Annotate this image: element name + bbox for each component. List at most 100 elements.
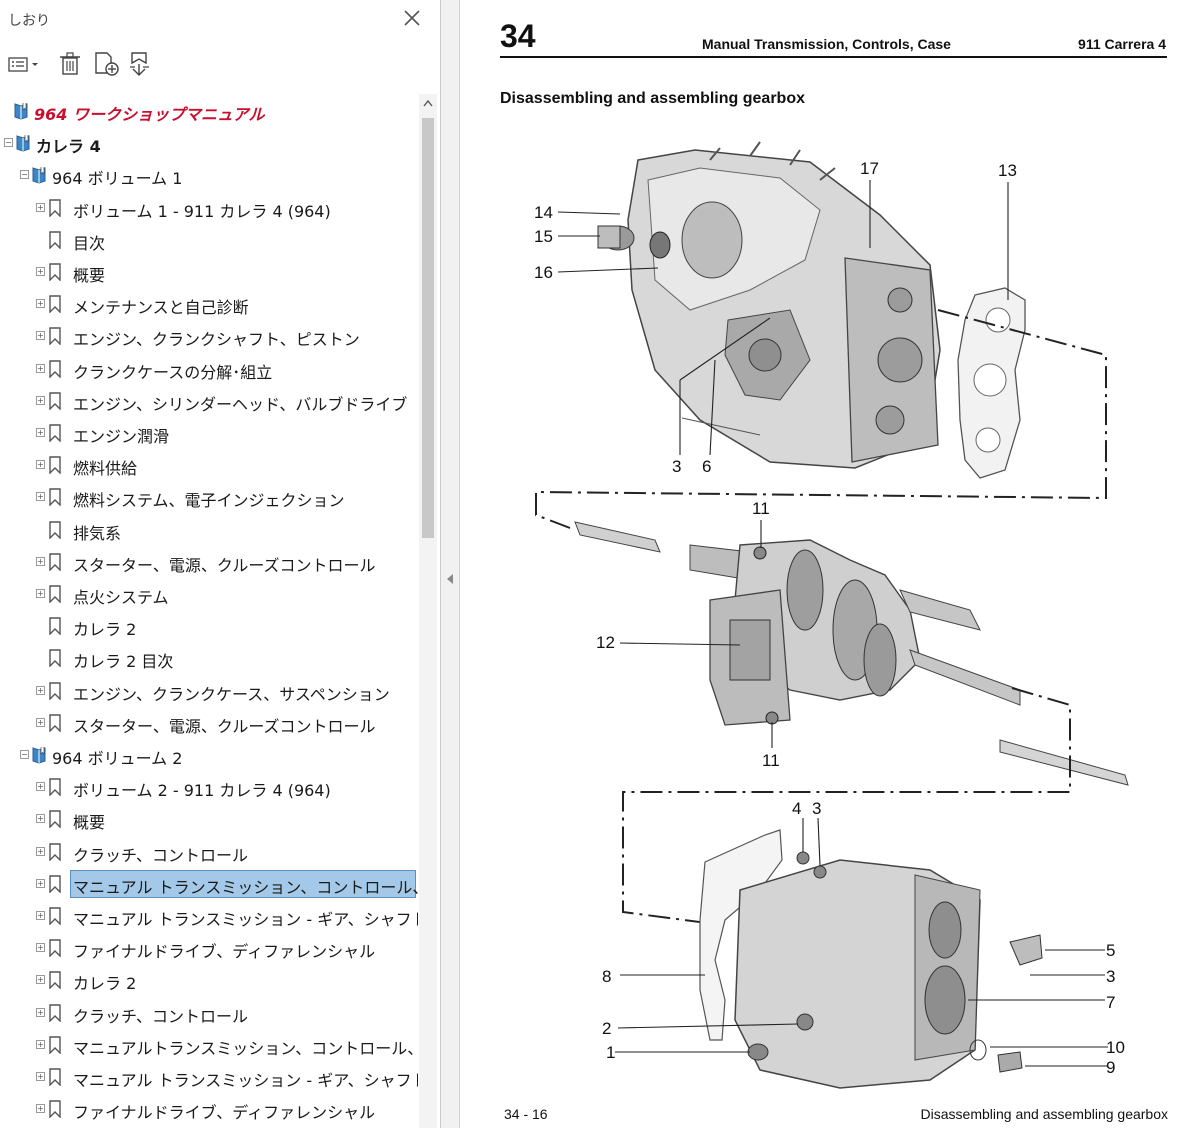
bookmark-item[interactable]: + 燃料供給: [0, 450, 418, 480]
bookmarks-panel: しおり: [0, 0, 441, 1128]
callout-label: 12: [596, 633, 615, 652]
bookmark-icon: [49, 617, 61, 636]
bookmark-label: 点火システム: [73, 588, 169, 607]
bookmarks-toolbar: [0, 44, 440, 84]
bookmark-label: ボリューム 1 - 911 カレラ 4 (964): [73, 201, 331, 221]
book-icon: [16, 135, 30, 152]
close-icon[interactable]: [400, 6, 424, 30]
callout-label: 7: [1106, 993, 1115, 1012]
bookmark-icon: [49, 875, 61, 893]
panel-header: しおり: [0, 0, 440, 40]
book-icon: [32, 747, 46, 764]
bookmark-label: マニュアル トランスミッション、コントロール、ケース: [73, 877, 418, 897]
bookmark-item[interactable]: − カレラ 4: [0, 128, 418, 158]
bookmark-icon: [49, 907, 61, 925]
bookmark-item[interactable]: +エンジン、シリンダーヘッド、バルブドライブ: [0, 386, 418, 416]
collapse-panel-icon[interactable]: [447, 574, 453, 584]
callout-label: 3: [1106, 967, 1115, 986]
panel-splitter[interactable]: [441, 0, 460, 1128]
expand-icon[interactable]: +: [36, 202, 45, 212]
expand-icon[interactable]: +: [36, 1039, 45, 1049]
bookmark-item[interactable]: −964 ボリューム 1: [0, 160, 418, 190]
expand-icon[interactable]: +: [36, 492, 45, 502]
bookmark-item[interactable]: + マニュアル トランスミッション、コントロール、ケース: [0, 869, 418, 899]
bookmark-item[interactable]: + メンテナンスと自己診断: [0, 289, 418, 319]
bookmark-label: マニュアルトランスミッション、コントロール、ケース: [73, 1038, 418, 1058]
expand-icon[interactable]: +: [36, 878, 45, 888]
bookmark-item[interactable]: 964 ワークショップマニュアル: [0, 96, 418, 126]
document-page: 34 Manual Transmission, Controls, Case 9…: [460, 0, 1200, 1128]
expand-icon[interactable]: +: [36, 299, 45, 309]
expand-icon[interactable]: +: [36, 943, 45, 953]
bookmark-label: カレラ 4: [36, 137, 101, 157]
bookmark-item[interactable]: 排気系: [0, 515, 418, 545]
bookmark-icon: [49, 488, 61, 507]
options-icon[interactable]: [6, 50, 42, 78]
bookmark-item[interactable]: +マニュアル トランスミッション - ギア、シャフト: [0, 1062, 418, 1092]
bookmark-item[interactable]: +マニュアル トランスミッション - ギア、シャフト: [0, 901, 418, 931]
bookmark-scrollbar[interactable]: [419, 94, 437, 1128]
bookmark-icon: [49, 842, 61, 861]
bookmark-label: ファイナルドライブ、ディファレンシャル: [73, 942, 376, 962]
bookmark-item[interactable]: +スターター、電源、クルーズコントロール: [0, 547, 418, 577]
bookmark-item[interactable]: +クラッチ、コントロール: [0, 998, 418, 1028]
bookmark-label: カレラ 2: [73, 620, 137, 640]
bookmark-item[interactable]: + ボリューム 1 - 911 カレラ 4 (964): [0, 193, 418, 223]
expand-icon[interactable]: +: [36, 685, 45, 695]
bookmark-item[interactable]: +概要: [0, 804, 418, 834]
scroll-thumb[interactable]: [422, 118, 434, 538]
bookmark-icon: [49, 359, 61, 378]
expand-icon[interactable]: +: [36, 267, 45, 276]
page-model: 911 Carrera 4: [1078, 36, 1166, 52]
expand-bookmark-icon[interactable]: [126, 50, 156, 78]
expand-icon[interactable]: +: [36, 846, 45, 856]
expand-icon[interactable]: +: [36, 975, 45, 985]
bookmark-item[interactable]: + ファイナルドライブ、ディファレンシャル: [0, 1094, 418, 1124]
bookmark-item[interactable]: +クラッチ、コントロール: [0, 837, 418, 867]
expand-icon[interactable]: +: [36, 814, 45, 824]
expand-icon[interactable]: +: [36, 1072, 45, 1081]
bookmark-item[interactable]: +スターター、電源、クルーズコントロール: [0, 708, 418, 738]
collapse-icon[interactable]: −: [20, 750, 29, 759]
bookmark-item[interactable]: + ボリューム 2 - 911 カレラ 4 (964): [0, 772, 418, 802]
expand-icon[interactable]: +: [36, 363, 45, 373]
collapse-icon[interactable]: −: [20, 170, 29, 180]
scroll-up-icon[interactable]: [422, 98, 434, 108]
bookmark-item[interactable]: +概要: [0, 257, 418, 287]
bookmark-label: ファイナルドライブ、ディファレンシャル: [73, 1103, 376, 1123]
bookmark-item[interactable]: +カレラ 2: [0, 965, 418, 995]
bookmark-label: ボリューム 2 - 911 カレラ 4 (964): [73, 781, 331, 801]
callout-label: 3: [812, 799, 821, 818]
bookmark-item[interactable]: +燃料システム、電子インジェクション: [0, 482, 418, 512]
collapse-icon[interactable]: −: [4, 138, 13, 148]
bookmark-item[interactable]: + エンジン潤滑: [0, 418, 418, 448]
callout-label: 4: [792, 799, 801, 818]
expand-icon[interactable]: +: [36, 460, 45, 470]
bookmark-label: メンテナンスと自己診断: [73, 298, 249, 318]
bookmark-item[interactable]: +エンジン、クランクケース、サスペンション: [0, 676, 418, 706]
bookmark-item[interactable]: カレラ 2 目次: [0, 643, 418, 673]
expand-icon[interactable]: +: [36, 911, 45, 920]
expand-icon[interactable]: +: [36, 395, 45, 405]
new-bookmark-icon[interactable]: [92, 50, 122, 78]
delete-bookmark-icon[interactable]: [56, 50, 84, 78]
expand-icon[interactable]: +: [36, 589, 45, 598]
bookmark-item[interactable]: +クランクケースの分解･組立: [0, 354, 418, 384]
expand-icon[interactable]: +: [36, 556, 45, 566]
bookmark-item[interactable]: カレラ 2: [0, 611, 418, 641]
bookmark-item[interactable]: + マニュアルトランスミッション、コントロール、ケース: [0, 1030, 418, 1060]
bookmark-label: 燃料供給: [73, 459, 138, 479]
bookmark-item[interactable]: + ファイナルドライブ、ディファレンシャル: [0, 933, 418, 963]
expand-icon[interactable]: +: [36, 1007, 45, 1017]
expand-icon[interactable]: +: [36, 782, 45, 792]
expand-icon[interactable]: +: [36, 331, 45, 341]
bookmark-label: エンジン潤滑: [73, 427, 170, 446]
expand-icon[interactable]: +: [36, 428, 45, 437]
bookmark-item[interactable]: 目次: [0, 225, 418, 255]
bookmark-item[interactable]: +エンジン、クランクシャフト、ピストン: [0, 321, 418, 351]
bookmark-item[interactable]: −964 ボリューム 2: [0, 740, 418, 770]
expand-icon[interactable]: +: [36, 1104, 45, 1114]
bookmark-item[interactable]: + 点火システム: [0, 579, 418, 609]
expand-icon[interactable]: +: [36, 717, 45, 727]
selection-highlight: [70, 869, 416, 898]
